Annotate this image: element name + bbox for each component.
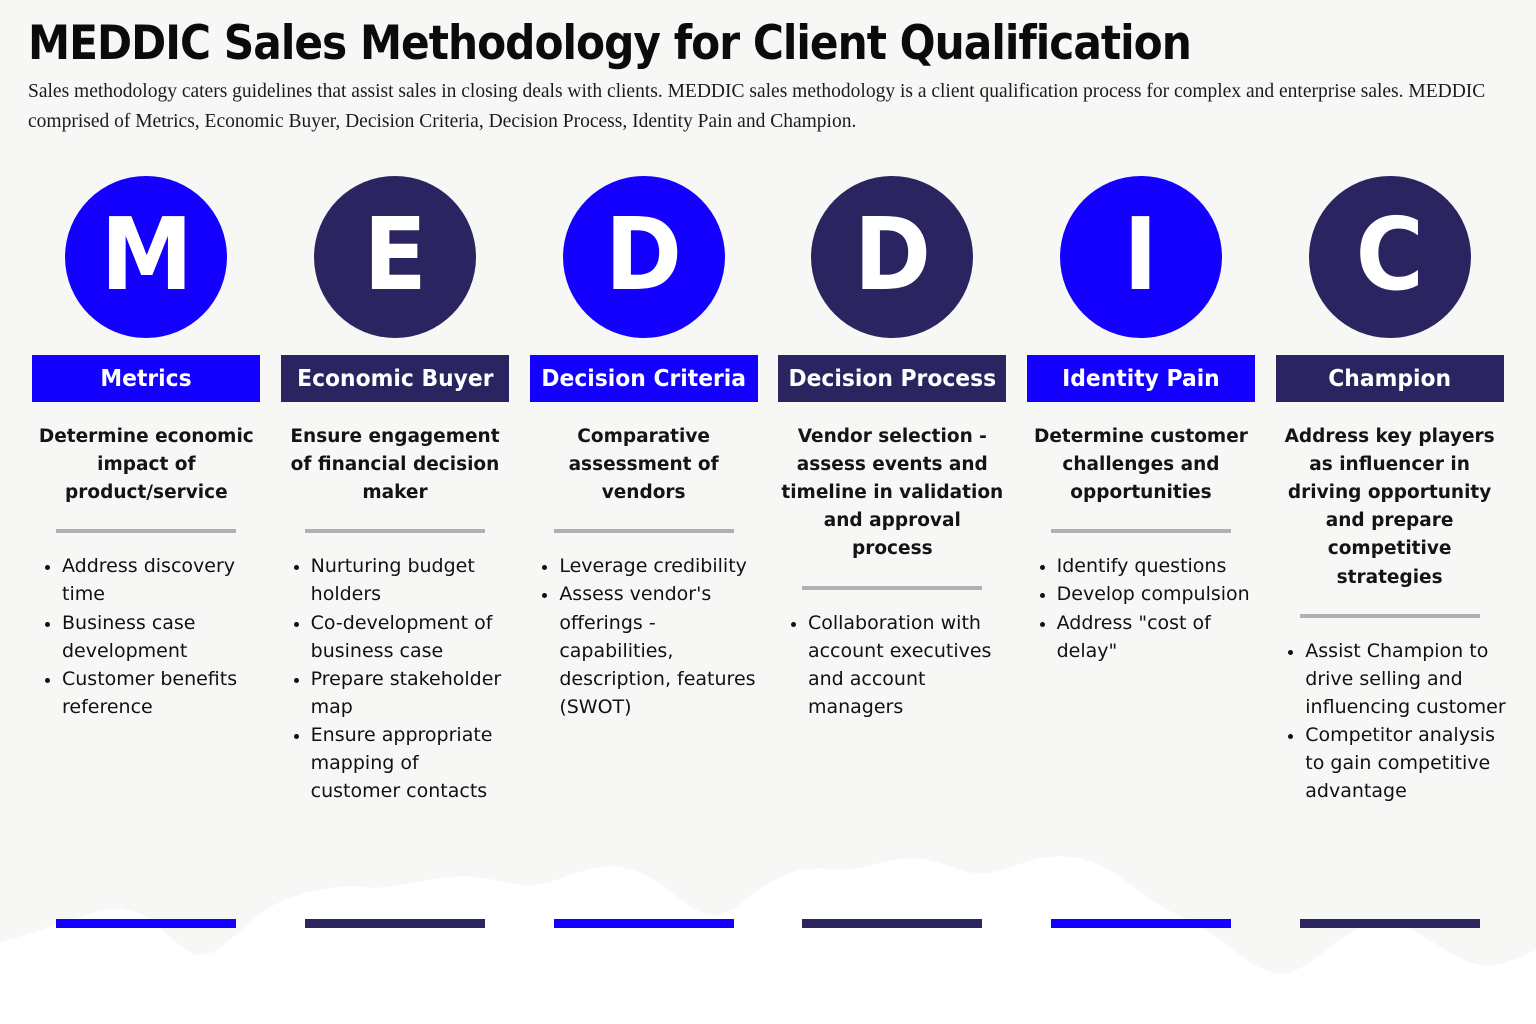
circle-letter: C xyxy=(1355,196,1424,313)
label-text: Economic Buyer xyxy=(296,365,494,392)
accent-bar-2 xyxy=(553,919,734,928)
page-title: MEDDIC Sales Methodology for Client Qual… xyxy=(28,16,1192,71)
circle-letter: E xyxy=(363,196,427,313)
section-divider xyxy=(56,529,237,534)
bottom-accent-bars xyxy=(22,919,1514,928)
section-divider xyxy=(1299,613,1480,618)
bullet-list: Identify questionsDevelop compulsionAddr… xyxy=(1023,552,1260,664)
label-bar-4: Identity Pain xyxy=(1026,355,1255,402)
column-description: Determine economic impact of product/ser… xyxy=(38,426,254,504)
list-item: Prepare stakeholder map xyxy=(311,665,514,721)
section-divider xyxy=(304,529,485,534)
list-item: Nurturing budget holders xyxy=(311,552,514,608)
label-text: Metrics xyxy=(100,365,192,392)
letter-circle-c-5: C xyxy=(1308,176,1471,338)
accent-bar-3 xyxy=(802,919,983,928)
column-description: Vendor selection - assess events and tim… xyxy=(781,426,1004,560)
label-bar-1: Economic Buyer xyxy=(280,355,509,402)
accent-cell-4 xyxy=(1017,919,1266,928)
circle-letter: D xyxy=(605,196,683,313)
list-item: Assess vendor's offerings - capabilities… xyxy=(559,580,762,721)
column-description: Comparative assessment of vendors xyxy=(568,426,719,504)
section-divider xyxy=(802,585,983,590)
accent-bar-0 xyxy=(56,919,237,928)
circle-letter: D xyxy=(853,196,931,313)
column-description: Ensure engagement of financial decision … xyxy=(290,426,500,504)
list-item: Address discovery time xyxy=(62,552,265,608)
list-item: Address "cost of delay" xyxy=(1057,609,1260,665)
column-description: Determine customer challenges and opport… xyxy=(1034,426,1248,504)
label-text: Identity Pain xyxy=(1062,365,1220,392)
torn-edge-shape xyxy=(0,856,1536,1024)
accent-bar-1 xyxy=(304,919,485,928)
list-item: Co-development of business case xyxy=(311,609,514,665)
list-item: Identify questions xyxy=(1057,552,1260,580)
accent-bar-5 xyxy=(1299,919,1480,928)
label-bar-3: Decision Process xyxy=(778,355,1007,402)
accent-cell-2 xyxy=(519,919,768,928)
letter-circle-i-4: I xyxy=(1059,176,1222,338)
bullet-list: Collaboration with account executives an… xyxy=(774,609,1011,721)
label-text: Decision Criteria xyxy=(541,365,746,392)
list-item: Ensure appropriate mapping of customer c… xyxy=(311,721,514,805)
bullet-list: Leverage credibilityAssess vendor's offe… xyxy=(525,552,762,721)
section-divider xyxy=(1050,529,1231,534)
list-item: Leverage credibility xyxy=(559,552,762,580)
label-text: Decision Process xyxy=(788,365,997,392)
list-item: Assist Champion to drive selling and inf… xyxy=(1305,637,1508,721)
header: MEDDIC Sales Methodology for Client Qual… xyxy=(28,18,1508,137)
label-bar-0: Metrics xyxy=(32,355,261,402)
accent-cell-5 xyxy=(1265,919,1514,928)
list-item: Collaboration with account executives an… xyxy=(808,609,1011,721)
letter-circle-m-0: M xyxy=(65,176,228,338)
letter-circle-e-1: E xyxy=(313,176,476,338)
bullet-list: Nurturing budget holdersCo-development o… xyxy=(277,552,514,805)
label-bar-2: Decision Criteria xyxy=(529,355,758,402)
letter-circle-d-2: D xyxy=(562,176,725,338)
accent-cell-3 xyxy=(768,919,1017,928)
column-description: Address key players as influencer in dri… xyxy=(1284,426,1495,588)
circle-letter: I xyxy=(1123,196,1159,313)
list-item: Business case development xyxy=(62,609,265,665)
letter-circle-d-3: D xyxy=(811,176,974,338)
label-text: Champion xyxy=(1328,365,1452,392)
page-subtitle: Sales methodology caters guidelines that… xyxy=(28,80,1486,132)
circle-letter: M xyxy=(100,196,193,313)
bullet-list: Address discovery timeBusiness case deve… xyxy=(28,552,265,721)
section-divider xyxy=(553,529,734,534)
accent-cell-0 xyxy=(22,919,271,928)
list-item: Develop compulsion xyxy=(1057,580,1260,608)
accent-cell-1 xyxy=(271,919,520,928)
list-item: Customer benefits reference xyxy=(62,665,265,721)
label-bar-5: Champion xyxy=(1275,355,1504,402)
bullet-list: Assist Champion to drive selling and inf… xyxy=(1271,637,1508,806)
list-item: Competitor analysis to gain competitive … xyxy=(1305,721,1508,805)
accent-bar-4 xyxy=(1050,919,1231,928)
